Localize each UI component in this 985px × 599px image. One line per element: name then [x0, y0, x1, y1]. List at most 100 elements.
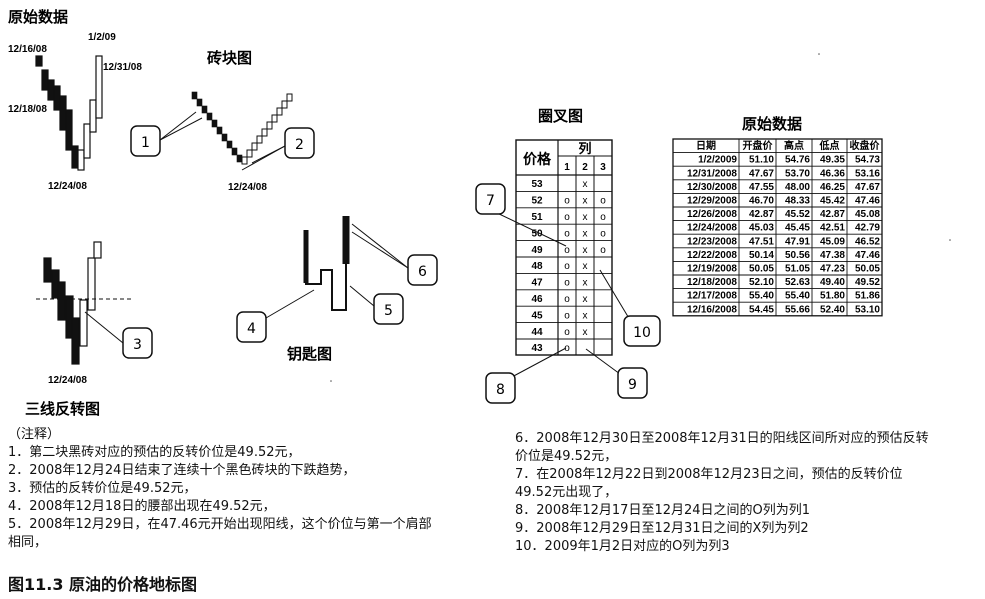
table-cell: 12/24/2008: [687, 223, 737, 234]
callout-9-label: 9: [628, 377, 637, 393]
table-header-cell: 低点: [819, 139, 840, 152]
pf-x-mark: x: [583, 327, 588, 338]
tlb-date-label: 12/24/08: [48, 375, 87, 386]
pf-x-mark: x: [583, 310, 588, 321]
table-cell: 47.67: [855, 182, 880, 193]
notes-heading: （注释）: [8, 427, 61, 442]
table-cell: 49.40: [820, 277, 845, 288]
pf-x-mark: x: [583, 179, 588, 190]
table-cell: 42.87: [820, 209, 845, 220]
table-cell: 50.56: [785, 250, 810, 261]
pf-col-3: 3: [600, 162, 606, 173]
table-cell: 47.46: [855, 250, 880, 261]
pf-col-2: 2: [582, 162, 588, 173]
bull-candle: [95, 55, 103, 119]
table-cell: 55.66: [785, 304, 810, 315]
pf-o-mark: o: [564, 245, 570, 256]
tlb-bear-line: [57, 281, 66, 321]
table-cell: 52.40: [820, 304, 845, 315]
pf-o-mark: o: [564, 228, 570, 239]
table-cell: 42.87: [749, 209, 774, 220]
callout-5: 5: [349, 285, 404, 325]
renko-date-label: 12/24/08: [228, 182, 267, 193]
kagi-line: [303, 216, 350, 311]
table-cell: 12/29/2008: [687, 196, 737, 207]
note-3: 3．预估的反转价位是49.52元，: [8, 481, 197, 496]
date-label-12-18-08: 12/18/08: [8, 104, 47, 115]
table-cell: 55.40: [785, 291, 810, 302]
note-10: 10．2009年1月2日对应的O列为列3: [515, 539, 730, 554]
renko-bull-brick: [281, 100, 288, 109]
callout-5-label: 5: [384, 303, 393, 319]
table-cell: 1/2/2009: [698, 155, 737, 166]
renko-bear-brick: [191, 91, 198, 100]
note-2: 2．2008年12月24日结束了连续十个黑色砖块的下跌趋势，: [8, 463, 356, 478]
table-cell: 45.08: [855, 209, 880, 220]
date-label-12-16-08: 12/16/08: [8, 44, 47, 55]
table-header-cell: 收盘价: [850, 139, 881, 152]
notes-left: （注释） 1．第二块黑砖对应的预估的反转价位是49.52元， 2．2008年12…: [8, 426, 508, 552]
table-cell: 47.38: [820, 250, 845, 261]
note-7-cont: 49.52元出现了，: [515, 485, 618, 500]
pf-o-mark: o: [564, 327, 570, 338]
table-cell: 55.40: [749, 291, 774, 302]
renko-bear-brick: [236, 154, 243, 163]
date-label-1-2-09: 1/2/09: [88, 32, 116, 43]
table-cell: 50.14: [749, 250, 774, 261]
pf-price: 53: [531, 179, 543, 190]
table-cell: 47.51: [749, 236, 774, 247]
table-cell: 45.42: [820, 196, 845, 207]
callout-10-label: 10: [633, 325, 651, 341]
renko-bull-brick: [251, 142, 258, 151]
table-cell: 49.52: [855, 277, 880, 288]
renko-title: 砖块图: [207, 49, 252, 67]
table-cell: 51.80: [820, 291, 845, 302]
table-cell: 42.79: [855, 223, 880, 234]
pf-price: 47: [531, 278, 543, 289]
bear-candle: [65, 109, 73, 151]
pf-price: 51: [531, 212, 543, 223]
table-cell: 54.45: [749, 304, 774, 315]
table-cell: 46.25: [820, 182, 845, 193]
callout-6: 6: [351, 223, 438, 286]
callout-2: 2: [241, 127, 315, 171]
tlb-bull-line: [93, 241, 102, 259]
callout-7: 7: [475, 183, 567, 247]
pf-price: 45: [531, 310, 543, 321]
pf-o-mark: o: [564, 212, 570, 223]
callout-6-label: 6: [418, 264, 427, 280]
pf-o-mark: o: [600, 245, 606, 256]
table-cell: 45.45: [785, 223, 810, 234]
pf-o-mark: o: [600, 212, 606, 223]
speck: [818, 53, 820, 55]
table-cell: 12/22/2008: [687, 250, 737, 261]
renko-bear-brick: [231, 147, 238, 156]
table-cell: 47.67: [749, 168, 774, 179]
table-cell: 47.23: [820, 264, 845, 275]
pf-price: 49: [531, 245, 543, 256]
pf-x-mark: x: [583, 261, 588, 272]
renko-bull-brick: [261, 128, 268, 137]
bear-candle: [41, 69, 49, 91]
table-cell: 42.51: [820, 223, 845, 234]
callout-4: 4: [236, 289, 315, 343]
tlb-bull-line: [87, 257, 96, 311]
table-cell: 12/19/2008: [687, 264, 737, 275]
pf-o-mark: o: [564, 343, 570, 354]
callout-2-label: 2: [295, 137, 304, 153]
callout-7-label: 7: [486, 193, 495, 209]
renko-bull-brick: [256, 135, 263, 144]
bear-candle: [59, 95, 67, 131]
renko-bull-brick: [271, 114, 278, 123]
pf-x-mark: x: [583, 196, 588, 207]
table-cell: 45.09: [820, 236, 845, 247]
table-cell: 53.16: [855, 168, 880, 179]
pf-x-mark: x: [583, 278, 588, 289]
pf-x-mark: x: [583, 212, 588, 223]
callout-3-label: 3: [133, 337, 142, 353]
bull-candle: [83, 123, 91, 159]
renko-bull-brick: [241, 156, 248, 165]
callout-1: 1: [130, 111, 203, 157]
tlb-bear-line: [65, 295, 74, 339]
